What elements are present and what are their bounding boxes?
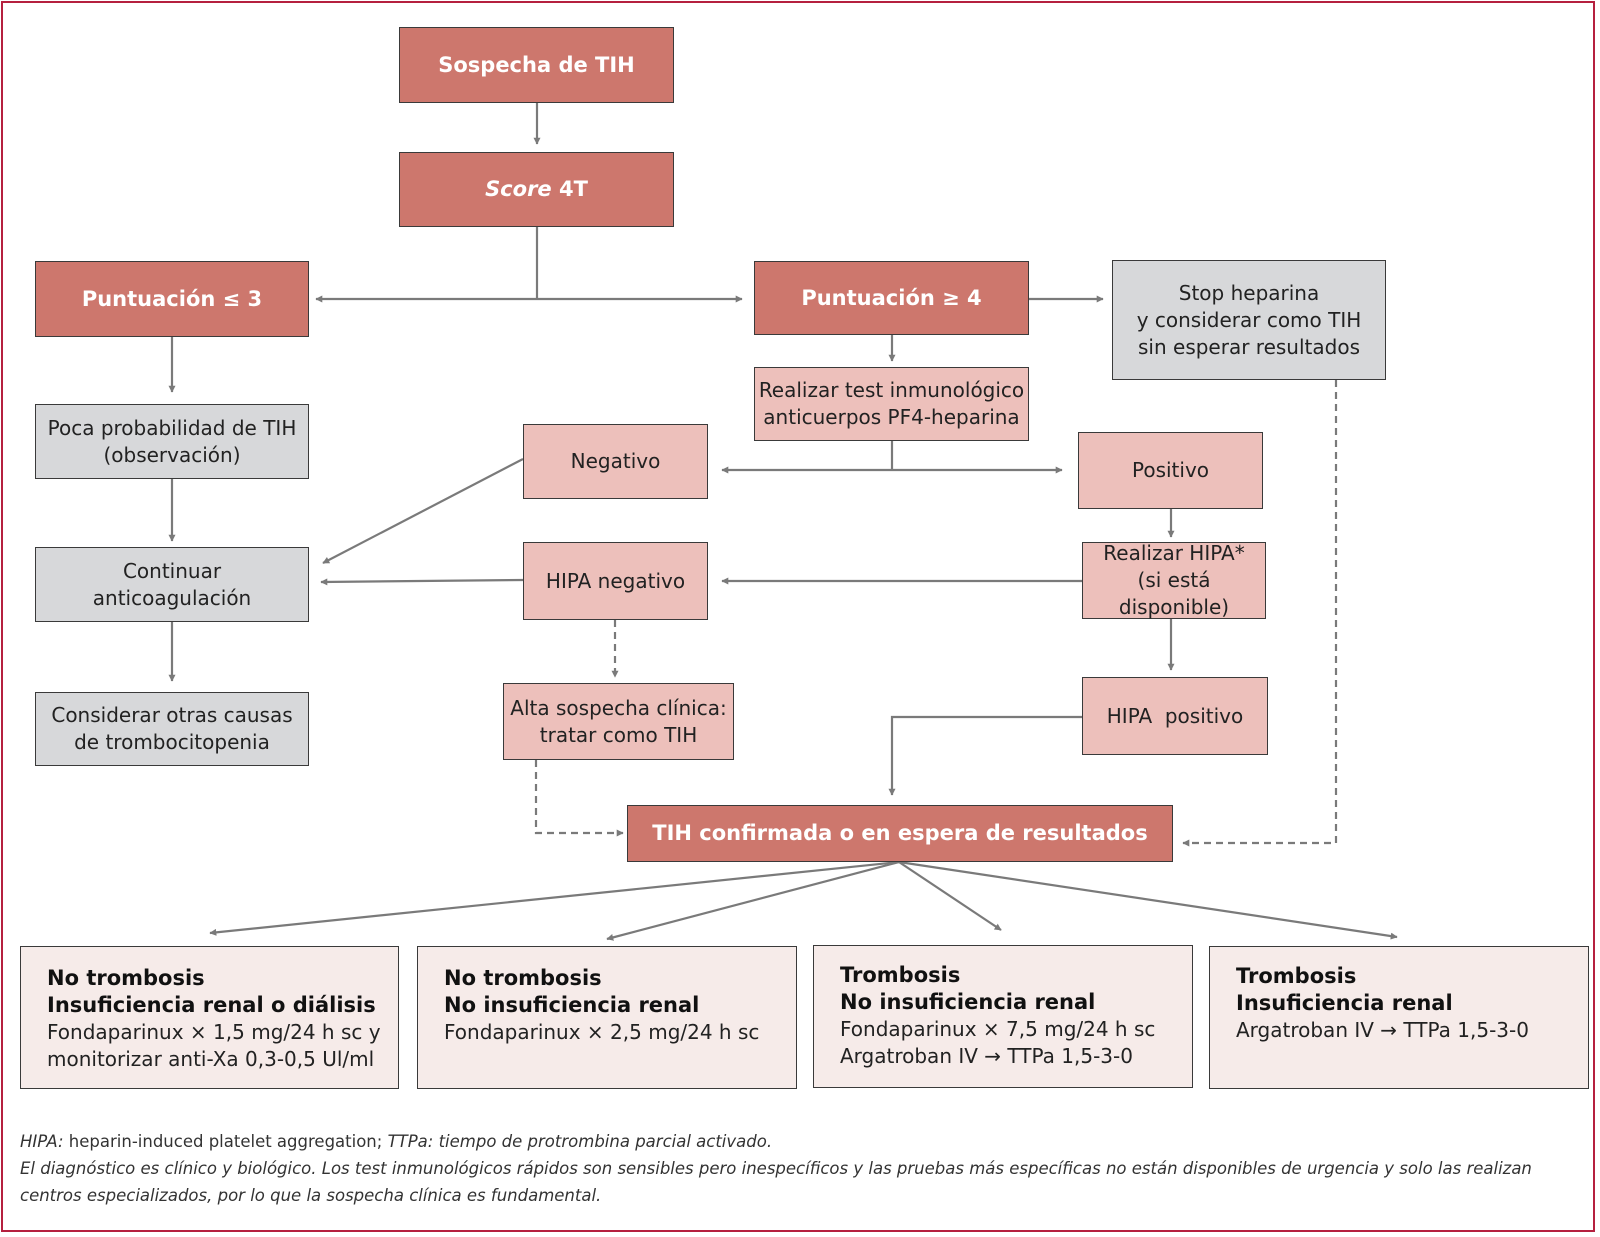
arrow-to-outcome-1	[209, 860, 900, 936]
footnote: HIPA: heparin-induced platelet aggregati…	[20, 1128, 1580, 1209]
outcome-3-heading-1: Trombosis	[840, 963, 961, 987]
node-hipa-negativo: HIPA negativo	[523, 542, 708, 620]
footnote-abbr-hipa: HIPA:	[20, 1132, 64, 1151]
outcome-4-heading-2: Insuficiencia renal	[1236, 991, 1453, 1015]
node-hipa-positivo: HIPA positivo	[1082, 677, 1268, 755]
outcome-1-heading-2: Insuficiencia renal o diálisis	[47, 993, 376, 1017]
node-realizar-hipa: Realizar HIPA* (si está disponible)	[1082, 541, 1266, 619]
footnote-ttpa-text: tiempo de protrombina parcial activado.	[433, 1132, 773, 1151]
outcome-1-heading-1: No trombosis	[47, 966, 205, 990]
node-puntuacion-high: Puntuación ≥ 4	[754, 261, 1029, 335]
node-stop-heparina: Stop heparina y considerar como TIH sin …	[1112, 260, 1386, 380]
dashed-arrow-stop-to-confirmada	[1182, 380, 1338, 847]
arrow-to-outcome-4	[898, 860, 1398, 940]
arrow-hipa-neg-to-continuar	[320, 578, 524, 586]
arrow-negativo-to-continuar	[322, 458, 524, 564]
outcome-3-heading-2: No insuficiencia renal	[840, 990, 1096, 1014]
score-rest: 4T	[551, 177, 588, 201]
outcome-2-heading-1: No trombosis	[444, 966, 602, 990]
footnote-abbr-ttpa: TTPa:	[387, 1132, 434, 1151]
outcome-box-4: Trombosis Insuficiencia renal Argatroban…	[1209, 946, 1589, 1089]
node-positivo: Positivo	[1078, 432, 1263, 509]
node-sospecha-tih: Sospecha de TIH	[399, 27, 674, 103]
footnote-line-3: centros especializados, por lo que la so…	[20, 1186, 602, 1205]
outcome-3-text-2: Argatroban IV → TTPa 1,5-3-0	[840, 1044, 1133, 1068]
node-poca-probabilidad: Poca probabilidad de TIH (observación)	[35, 404, 309, 479]
node-continuar-anticoagulacion: Continuar anticoagulación	[35, 547, 309, 622]
outcome-3-text-1: Fondaparinux × 7,5 mg/24 h sc	[840, 1017, 1156, 1041]
outcome-box-2: No trombosis No insuficiencia renal Fond…	[417, 946, 797, 1089]
outcome-1-text-1: Fondaparinux × 1,5 mg/24 h sc y	[47, 1020, 381, 1044]
node-alta-sospecha: Alta sospecha clínica: tratar como TIH	[503, 683, 734, 760]
node-considerar-otras-causas: Considerar otras causas de trombocitopen…	[35, 692, 309, 766]
arrow-to-outcome-2	[606, 860, 900, 941]
node-puntuacion-low: Puntuación ≤ 3	[35, 261, 309, 337]
score-italic: Score	[485, 177, 552, 201]
arrow-hipa-pos-to-confirmada	[888, 715, 1082, 796]
node-tih-confirmada: TIH confirmada o en espera de resultados	[627, 805, 1173, 862]
footnote-line-1: HIPA: heparin-induced platelet aggregati…	[20, 1128, 1580, 1155]
node-score-4t: Score 4T	[399, 152, 674, 227]
outcome-box-1: No trombosis Insuficiencia renal o diáli…	[20, 946, 399, 1089]
arrow-to-outcome-3	[898, 861, 1002, 931]
footnote-line-2: El diagnóstico es clínico y biológico. L…	[20, 1159, 1532, 1178]
outcome-4-text-1: Argatroban IV → TTPa 1,5-3-0	[1236, 1018, 1529, 1042]
dashed-arrow-alta-to-confirmada	[534, 760, 624, 837]
footnote-hipa-text: heparin-induced platelet aggregation;	[63, 1132, 388, 1151]
outcome-1-text-2: monitorizar anti-Xa 0,3-0,5 Ul/ml	[47, 1047, 375, 1071]
outcome-2-text-1: Fondaparinux × 2,5 mg/24 h sc	[444, 1020, 760, 1044]
node-negativo: Negativo	[523, 424, 708, 499]
node-realizar-test: Realizar test inmunológico anticuerpos P…	[754, 367, 1029, 441]
outcome-4-heading-1: Trombosis	[1236, 964, 1357, 988]
outcome-box-3: Trombosis No insuficiencia renal Fondapa…	[813, 945, 1193, 1088]
outcome-2-heading-2: No insuficiencia renal	[444, 993, 700, 1017]
